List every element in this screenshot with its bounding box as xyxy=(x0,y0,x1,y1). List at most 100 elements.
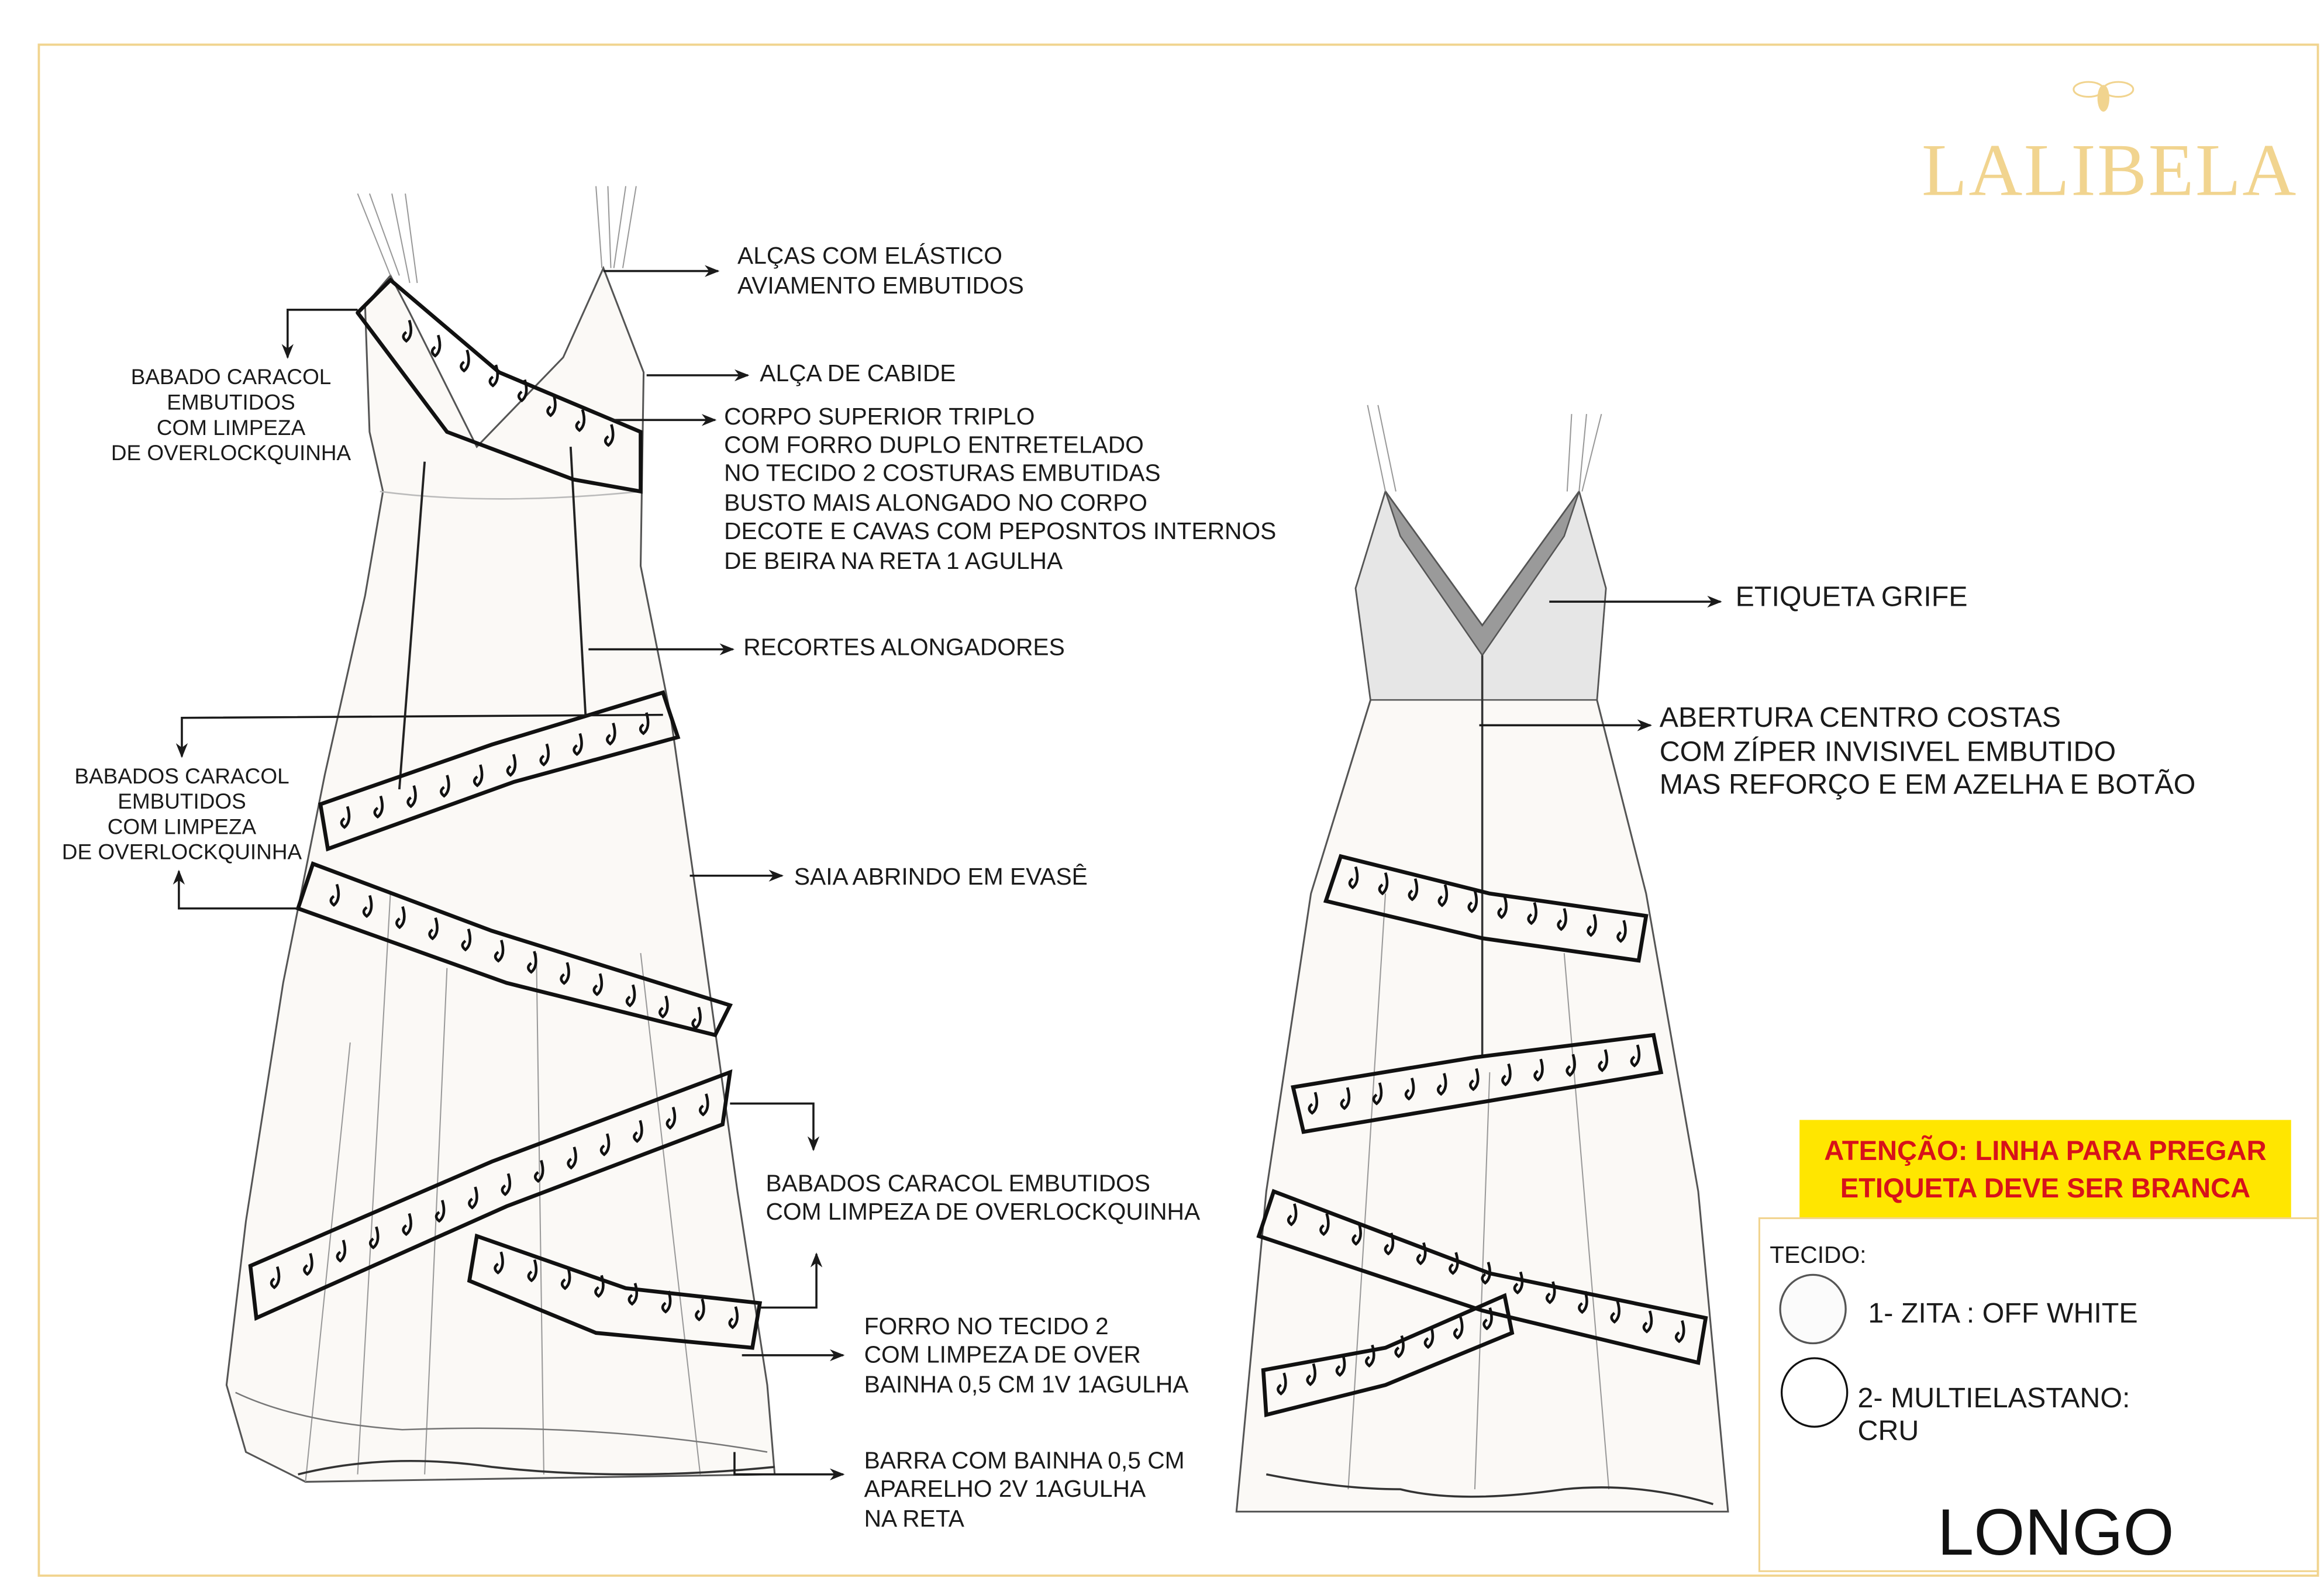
callout-arrows xyxy=(173,265,1722,1480)
ruffle-curl xyxy=(527,951,537,974)
ruffle-curl xyxy=(1449,1252,1459,1275)
fabric-label-2: 2- MULTIELASTANO: xyxy=(1858,1382,2130,1414)
label-line: NO TECIDO 2 COSTURAS EMBUTIDAS xyxy=(724,460,1160,486)
ruffle-curl xyxy=(1481,1262,1491,1285)
ruffle-4 xyxy=(467,1233,763,1350)
ruffle-curl xyxy=(1365,1344,1375,1368)
ruffle-curl xyxy=(362,895,373,919)
ruffle-curl xyxy=(661,1290,672,1314)
ruffle-curl xyxy=(1453,1316,1464,1340)
ruffle-curl xyxy=(1501,1063,1512,1087)
ruffle-curl xyxy=(575,409,586,433)
ruffle-curl xyxy=(373,795,384,819)
label-line: BUSTO MAIS ALONGADO NO CORPO xyxy=(724,489,1147,516)
ruffle-loops xyxy=(270,319,739,1330)
ruffle-curl xyxy=(1384,1232,1395,1256)
label-line: DE OVERLOCKQUINHA xyxy=(111,441,351,465)
ruffle-curl xyxy=(1378,872,1389,896)
ruffle-curl xyxy=(460,349,470,373)
ruffle-curl xyxy=(494,940,505,963)
ruffle-curl xyxy=(633,1120,643,1143)
back-ruffle-2 xyxy=(1291,1033,1664,1134)
label-babados-mid: BABADOS CARACOL EMBUTIDOS COM LIMPEZA DE… xyxy=(62,764,302,864)
ruffle-3 xyxy=(248,1069,733,1321)
fabric-label-1: 1- ZITA : OFF WHITE xyxy=(1868,1297,2137,1329)
label-line: BABADO CARACOL xyxy=(131,365,332,389)
model-name: LONGO xyxy=(1937,1496,2174,1569)
back-ruffle-4 xyxy=(1261,1293,1515,1417)
bee-icon xyxy=(2073,81,2135,112)
ruffle-curl xyxy=(488,364,499,388)
fabric-panel: TECIDO: 1- ZITA : OFF WHITE 2- MULTIELAS… xyxy=(1758,1217,2319,1572)
label-line: EMBUTIDOS xyxy=(167,390,295,414)
label-etiqueta: ETIQUETA GRIFE xyxy=(1736,581,1968,613)
ruffle-curl xyxy=(1513,1271,1524,1294)
ruffle-curl xyxy=(639,712,650,736)
back-ruffle-1 xyxy=(1323,854,1649,963)
label-abertura-1: ABERTURA CENTRO COSTAS xyxy=(1660,702,2061,733)
label-line: EMBUTIDOS xyxy=(118,789,246,813)
ruffle-curl xyxy=(1674,1320,1685,1344)
ruffle-curl xyxy=(1335,1354,1346,1377)
ruffle-curl xyxy=(728,1306,739,1330)
ruffle-curl xyxy=(402,1213,412,1237)
ruffle-curl xyxy=(336,1240,347,1263)
label-line: COM FORRO DUPLO ENTRETELADO xyxy=(724,431,1144,458)
ruffle-curl xyxy=(368,1226,380,1249)
label-alcas-2: AVIAMENTO EMBUTIDOS xyxy=(737,272,1024,299)
label-abertura-2: COM ZÍPER INVISIVEL EMBUTIDO xyxy=(1660,736,2116,768)
ruffle-curl xyxy=(1545,1281,1556,1304)
ruffle-curl xyxy=(402,319,413,343)
ruffle-curl xyxy=(592,973,604,996)
label-barra-3: NA RETA xyxy=(864,1505,965,1532)
ruffle-curl xyxy=(560,962,570,985)
ruffle-curl xyxy=(1630,1044,1641,1068)
ruffle-curl xyxy=(440,775,450,798)
ruffle-curl xyxy=(1287,1203,1298,1227)
ruffle-curl xyxy=(303,1253,313,1276)
ruffle-curl xyxy=(1351,1223,1362,1246)
label-abertura-3: MAS REFORÇO E EM AZELHA E BOTÃO xyxy=(1660,769,2196,800)
label-line: DECOTE E CAVAS COM PEPOSNTOS INTERNOS xyxy=(724,517,1276,544)
label-forro-1: FORRO NO TECIDO 2 xyxy=(864,1313,1109,1339)
ruffle-curl xyxy=(1566,1054,1576,1077)
ruffle-curl xyxy=(1437,884,1449,907)
ruffle-curl xyxy=(1587,914,1597,937)
label-barra-2: APARELHO 2V 1AGULHA xyxy=(864,1475,1146,1502)
ruffle-curl xyxy=(517,379,528,403)
ruffle-curl xyxy=(1308,1092,1319,1115)
ruffle-curl xyxy=(1527,902,1537,926)
label-alcas-1: ALÇAS COM ELÁSTICO xyxy=(737,242,1002,269)
ruffle-curl xyxy=(527,1259,538,1283)
ruffle-curl xyxy=(573,733,583,757)
label-babados-low-2: COM LIMPEZA DE OVERLOCKQUINHA xyxy=(766,1198,1201,1225)
ruffle-curl xyxy=(1372,1082,1383,1106)
ruffle-curl xyxy=(698,1093,709,1117)
ruffle-curl xyxy=(666,1106,677,1130)
ruffle-curl xyxy=(1610,1300,1620,1324)
ruffle-curl xyxy=(1319,1213,1330,1237)
ruffle-curl xyxy=(428,917,439,941)
ruffle-curl xyxy=(430,334,442,358)
ruffle-curl xyxy=(546,394,557,417)
ruffle-curl xyxy=(1468,1068,1480,1092)
ruffle-curl xyxy=(1348,866,1359,890)
ruffle-curl xyxy=(395,906,406,930)
ruffle-curl xyxy=(560,1267,571,1290)
ruffle-curl xyxy=(1416,1242,1427,1265)
page-frame xyxy=(37,43,2319,1577)
ruffle-curl xyxy=(1533,1058,1544,1082)
ruffle-curl xyxy=(1578,1291,1588,1314)
ruffle-curl xyxy=(594,1275,605,1298)
label-babado-top: BABADO CARACOL EMBUTIDOS COM LIMPEZA DE … xyxy=(111,365,351,465)
ruffle-curl xyxy=(1340,1087,1351,1110)
fabric-title: TECIDO: xyxy=(1770,1241,1866,1268)
ruffle-curl xyxy=(606,722,616,746)
ruffle-curl xyxy=(1598,1049,1609,1072)
ruffle-curl xyxy=(501,1173,512,1196)
label-forro-2: COM LIMPEZA DE OVER xyxy=(864,1341,1141,1368)
label-recortes: RECORTES ALONGADORES xyxy=(743,634,1065,661)
brand-name: LALIBELA xyxy=(1922,129,2298,212)
ruffle-curl xyxy=(406,785,417,809)
label-corpo: CORPO SUPERIOR TRIPLO COM FORRO DUPLO EN… xyxy=(724,403,1276,574)
